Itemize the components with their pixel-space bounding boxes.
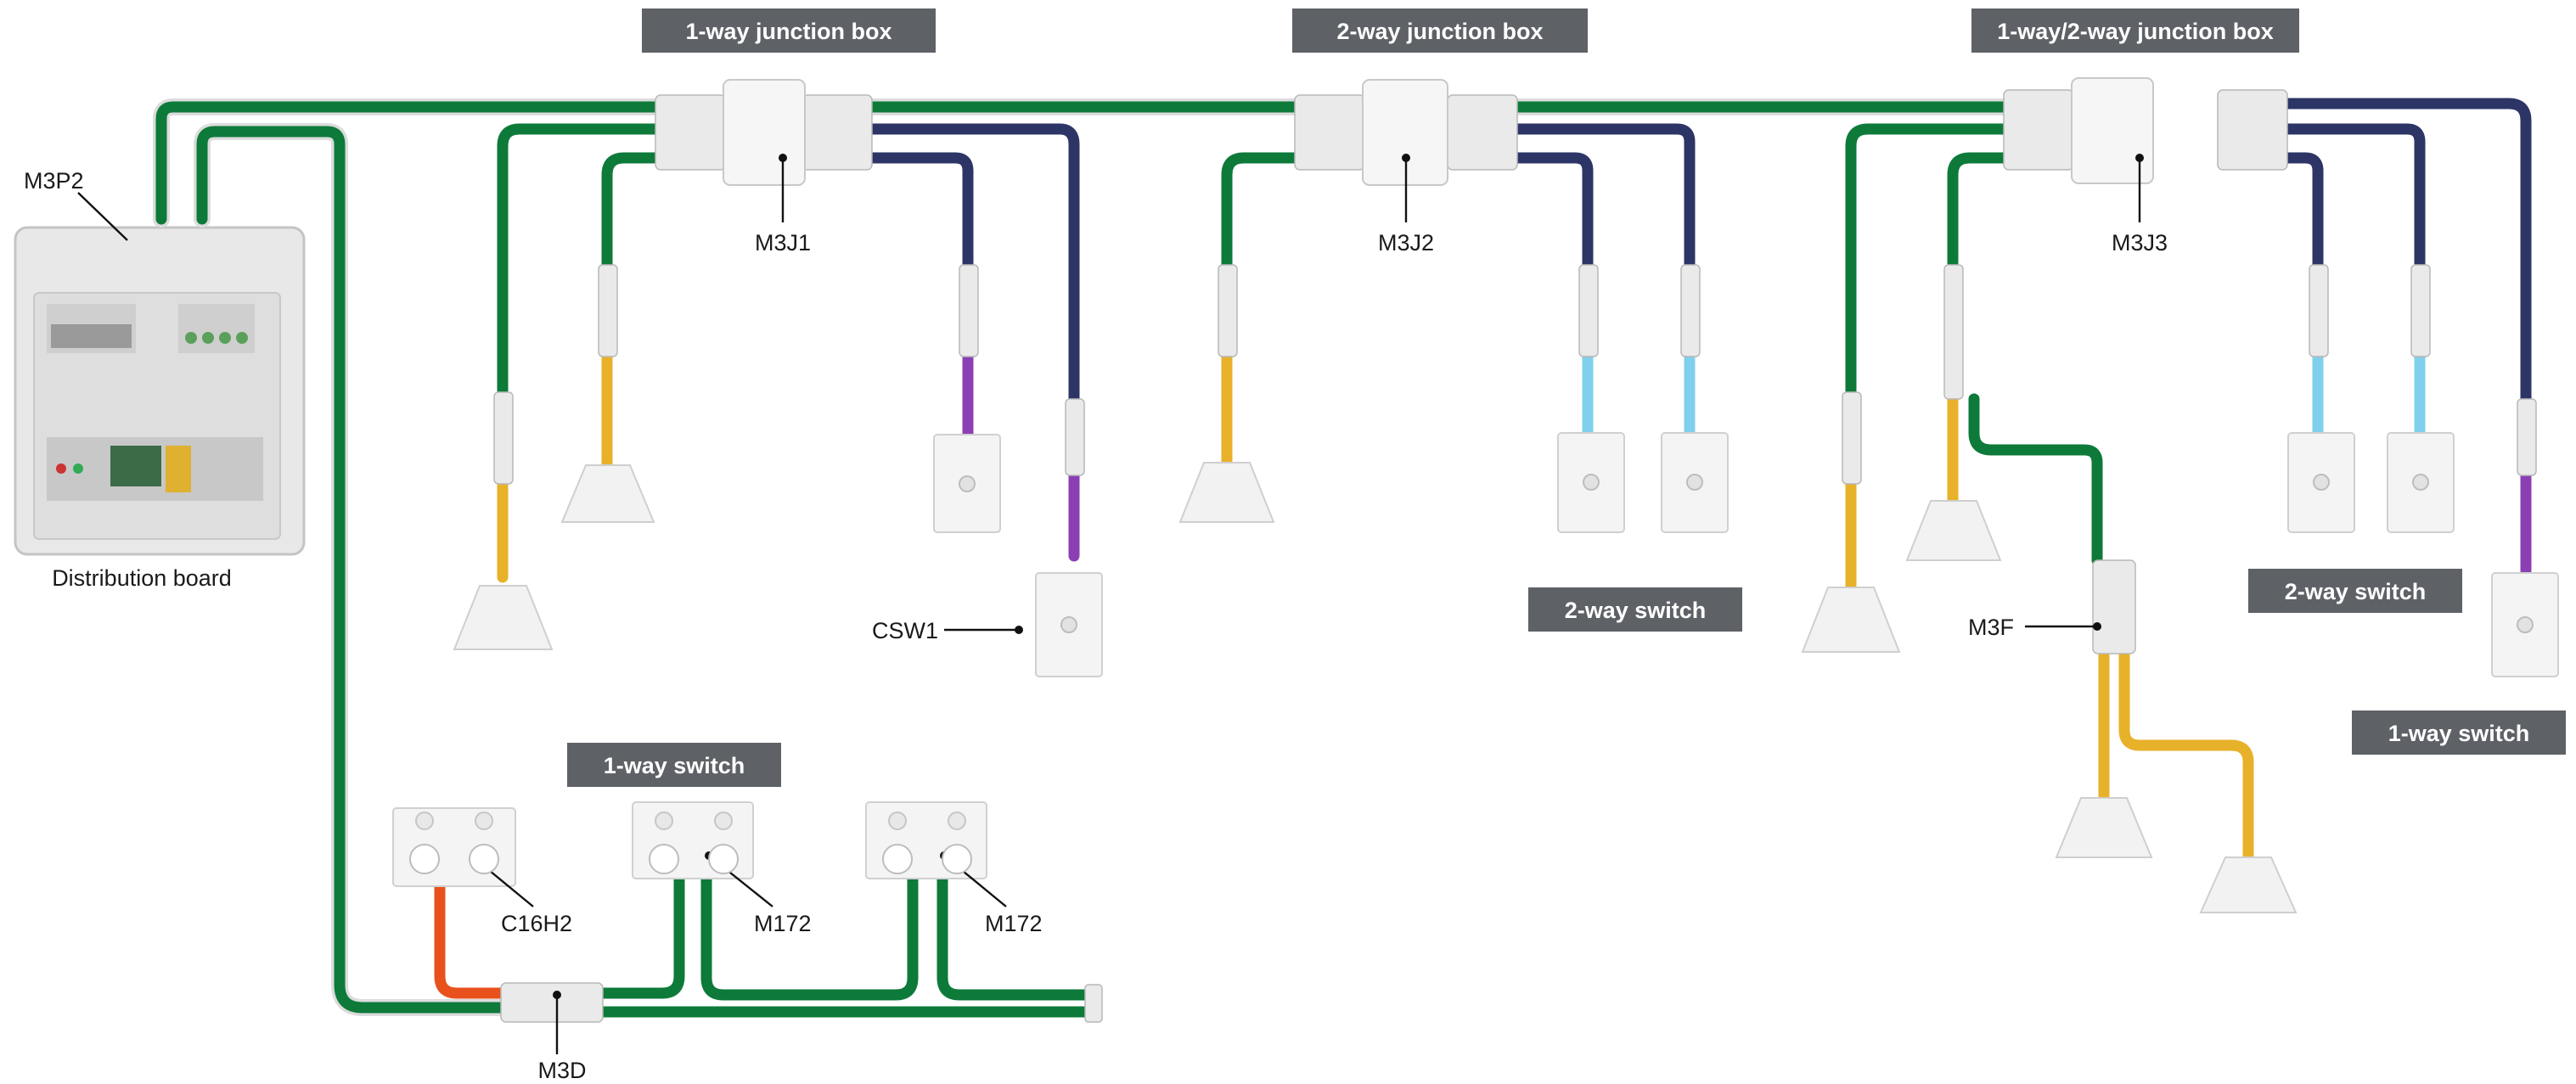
socket-switch	[888, 812, 907, 830]
socket	[882, 844, 913, 874]
title-1way-switch-bottom: 1-way switch	[567, 743, 781, 787]
label-m3j1: M3J1	[755, 230, 811, 256]
lamp-m3j1-b	[560, 464, 655, 523]
lamp-m3f-a	[2055, 797, 2153, 858]
label-c16h2: C16H2	[501, 911, 572, 936]
socket-switch	[714, 812, 733, 830]
lamp-m3f-b	[2199, 857, 2298, 913]
m3j1-lamp2-wire	[601, 152, 677, 362]
title-2way-switch-right: 2-way switch	[2248, 569, 2462, 613]
socket-switch	[948, 812, 966, 830]
title-1way-switch-right: 1-way switch	[2352, 710, 2566, 755]
board-to-m3d-wire	[196, 126, 515, 1014]
switch-rocker	[2412, 474, 2429, 491]
label-m3j2: M3J2	[1378, 230, 1434, 256]
title-1way-junction-box: 1-way junction box	[642, 8, 936, 53]
junction-box-m3j3	[2003, 77, 2288, 184]
label-m3j3: M3J3	[2112, 230, 2168, 256]
switch-rocker	[1686, 474, 1703, 491]
title-2way-switch-mid: 2-way switch	[1528, 587, 1742, 632]
m3f-lamp2-wire	[2118, 648, 2254, 863]
lamp-m3j1-a	[453, 585, 554, 650]
switch-rocker	[2313, 474, 2330, 491]
socket	[469, 844, 499, 874]
switch-rocker	[959, 475, 976, 492]
inline-connectors	[493, 264, 2537, 1023]
socket	[649, 844, 679, 874]
m3j2-switch-b-wire	[1471, 123, 1696, 269]
svg-text:1-way/2-way junction box: 1-way/2-way junction box	[1997, 19, 2274, 44]
c16h2-wire	[434, 877, 515, 999]
socket	[942, 844, 972, 874]
lamp-m3j3	[1801, 587, 1901, 653]
socket	[708, 844, 739, 874]
title-2way-junction-box: 2-way junction box	[1292, 8, 1588, 53]
socket-switch	[655, 812, 673, 830]
switch-plates	[933, 432, 2559, 677]
label-distribution-board: Distribution board	[52, 565, 232, 591]
svg-text:2-way switch: 2-way switch	[2285, 579, 2427, 604]
svg-text:1-way junction box: 1-way junction box	[685, 19, 891, 44]
label-m3p2: M3P2	[24, 168, 84, 194]
component-labels: M3P2 Distribution board M3J1 M3J2 M3J3 C…	[24, 168, 2168, 1083]
m3j3-switch-a-wire	[2244, 152, 2324, 269]
switch-rocker	[1583, 474, 1600, 491]
component-details	[409, 474, 2534, 874]
svg-text:1-way switch: 1-way switch	[604, 753, 745, 778]
main-feed-wire	[155, 101, 2069, 225]
junction-box-m3j2	[1294, 79, 1518, 186]
svg-text:2-way switch: 2-way switch	[1565, 598, 1707, 623]
label-m172-a: M172	[754, 911, 812, 936]
m3j3-lamp-wire	[1845, 123, 2022, 396]
m3f-connector	[2092, 559, 2136, 654]
junction-box-m3j1	[655, 79, 873, 186]
m3j1-lamp1-wire	[497, 123, 677, 396]
m3j3-m3f-wire	[1947, 152, 2022, 269]
socket-switch	[475, 812, 493, 830]
m3j2-switch-a-wire	[1471, 152, 1594, 269]
label-m3d: M3D	[537, 1058, 586, 1083]
label-m172-b: M172	[985, 911, 1043, 936]
socket-switch	[415, 812, 434, 830]
m172a-wire-out	[700, 873, 919, 1001]
lamp-m3j2	[1178, 462, 1275, 523]
m3j1-switch1-wire	[852, 152, 974, 269]
lamp-m3j3-b	[1905, 500, 2002, 561]
m3d-connector	[500, 982, 604, 1023]
m3j3-1way-switch-wire	[2244, 98, 2532, 405]
label-csw1: CSW1	[872, 618, 938, 643]
label-m3f: M3F	[1968, 615, 2014, 640]
m172b-wire-out	[936, 873, 1101, 1001]
m3j3-switch-b-wire	[2244, 123, 2426, 269]
m3j2-lamp-wire	[1221, 152, 1339, 362]
svg-text:1-way switch: 1-way switch	[2388, 721, 2530, 746]
lamps	[453, 462, 2298, 913]
wire-runs	[153, 98, 2532, 1018]
m3j1-csw1-wire	[852, 123, 1080, 405]
m172a-wire-in	[588, 873, 685, 999]
distribution-board	[14, 226, 306, 556]
socket	[409, 844, 440, 874]
outlet-c16h2	[392, 807, 516, 887]
svg-text:2-way junction box: 2-way junction box	[1336, 19, 1543, 44]
title-1way-2way-junction-box: 1-way/2-way junction box	[1971, 8, 2299, 53]
switch-rocker	[1060, 616, 1077, 633]
switch-rocker	[2517, 616, 2534, 633]
